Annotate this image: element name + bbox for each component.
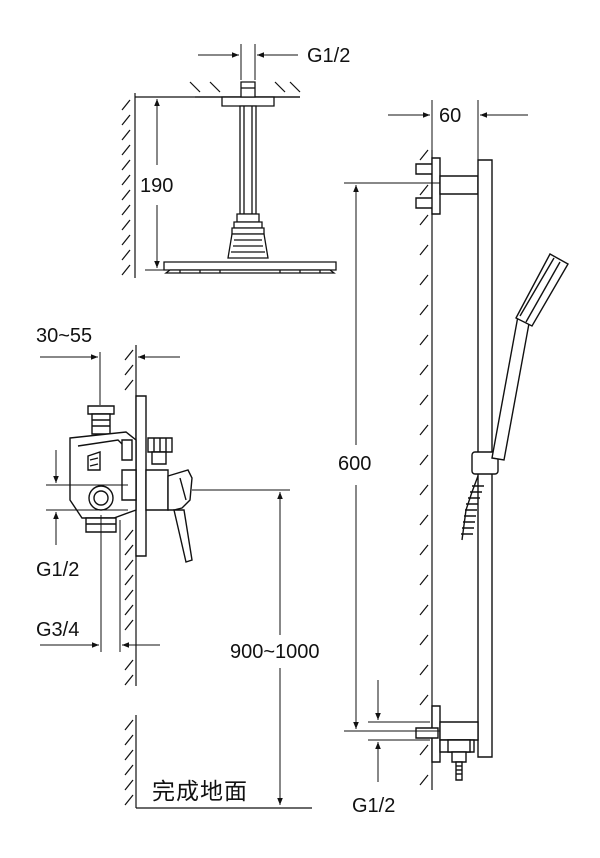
ceiling-arm	[164, 82, 336, 273]
mixer-valve-body	[70, 396, 192, 562]
label-outlet-thread: G1/2	[352, 795, 396, 817]
valve-wall	[125, 345, 136, 686]
dim-ceiling-thread	[198, 44, 298, 80]
label-finished-floor: 完成地面	[152, 779, 248, 805]
slide-rail	[416, 158, 568, 780]
label-rail-offset: 60	[439, 105, 462, 127]
label-mount-height: 900~1000	[230, 641, 320, 663]
dim-arm-height	[145, 97, 196, 270]
label-rail-length: 600	[338, 453, 372, 475]
dim-inlet-lower	[40, 515, 160, 652]
dim-outlet-thread	[368, 680, 430, 782]
finished-floor	[125, 715, 312, 808]
rail-wall	[420, 150, 432, 790]
dim-inlet-upper	[46, 450, 128, 545]
label-arm-height: 190	[140, 175, 174, 197]
label-wall-range: 30~55	[36, 325, 93, 347]
dim-rail-offset	[388, 100, 528, 160]
dim-mount-height	[192, 490, 290, 805]
dim-rail-length	[344, 183, 440, 731]
label-ceiling-thread: G1/2	[307, 45, 351, 67]
label-inlet-lower: G3/4	[36, 619, 80, 641]
dim-wall-range	[40, 345, 180, 405]
label-inlet-upper: G1/2	[36, 559, 80, 581]
